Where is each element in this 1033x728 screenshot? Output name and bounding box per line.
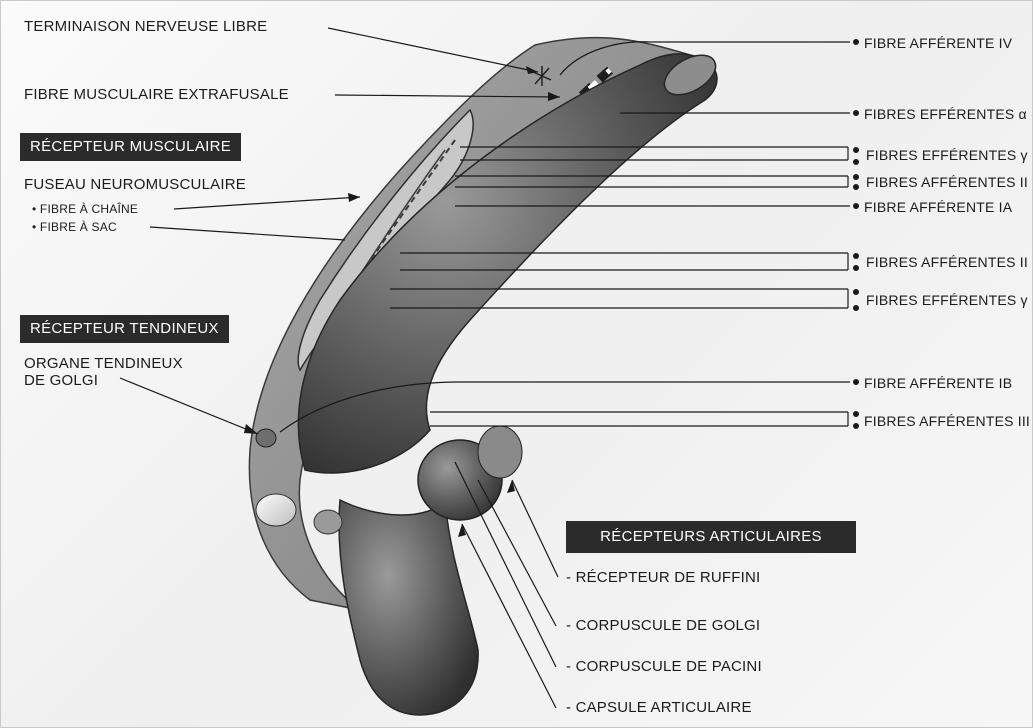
chain-fiber-label: • FIBRE À CHAÎNE <box>32 202 138 216</box>
free-nerve-ending-label: TERMINAISON NERVEUSE LIBRE <box>24 18 267 36</box>
lower-bone <box>339 500 478 715</box>
joint-capsule-label: - CAPSULE ARTICULAIRE <box>566 699 752 717</box>
second-tendon-shape <box>314 510 342 534</box>
golgi-tendon-organ-shape <box>256 429 276 447</box>
efferent-gamma-1-label: FIBRES EFFÉRENTES γ <box>866 147 1028 163</box>
afferent-iii-label: FIBRES AFFÉRENTES III <box>864 413 1030 429</box>
tendon-shape <box>256 494 296 526</box>
afferent-ii-1-label: FIBRES AFFÉRENTES II <box>866 174 1028 190</box>
golgi-tendon-organ-label-line2: DE GOLGI <box>24 372 98 390</box>
neuromuscular-spindle-label: FUSEAU NEUROMUSCULAIRE <box>24 176 246 194</box>
efferent-alpha-label: FIBRES EFFÉRENTES α <box>864 106 1027 122</box>
tendon-receptor-heading: RÉCEPTEUR TENDINEUX <box>20 315 229 343</box>
arrowhead-ruffini <box>507 480 515 493</box>
pacini-corpuscle-label: - CORPUSCULE DE PACINI <box>566 658 762 676</box>
extrafusal-fiber-label: FIBRE MUSCULAIRE EXTRAFUSALE <box>24 86 289 104</box>
arrowhead-chain <box>348 193 360 202</box>
afferent-iv-label: FIBRE AFFÉRENTE IV <box>864 35 1012 51</box>
afferent-ii-2-label: FIBRES AFFÉRENTES II <box>866 254 1028 270</box>
afferent-ia-label: FIBRE AFFÉRENTE IA <box>864 199 1012 215</box>
right-connector-dots <box>853 39 859 429</box>
golgi-corpuscle-label: - CORPUSCULE DE GOLGI <box>566 617 760 635</box>
golgi-tendon-organ-label-line1: ORGANE TENDINEUX <box>24 355 183 373</box>
articular-receptors-heading: RÉCEPTEURS ARTICULAIRES <box>566 521 856 553</box>
afferent-ib-label: FIBRE AFFÉRENTE IB <box>864 375 1012 391</box>
efferent-gamma-2-label: FIBRES EFFÉRENTES γ <box>866 292 1028 308</box>
ruffini-receptor-shape <box>478 426 522 478</box>
muscle-receptor-heading: RÉCEPTEUR MUSCULAIRE <box>20 133 241 161</box>
bag-fiber-label: • FIBRE À SAC <box>32 220 117 234</box>
ruffini-receptor-label: - RÉCEPTEUR DE RUFFINI <box>566 569 760 587</box>
